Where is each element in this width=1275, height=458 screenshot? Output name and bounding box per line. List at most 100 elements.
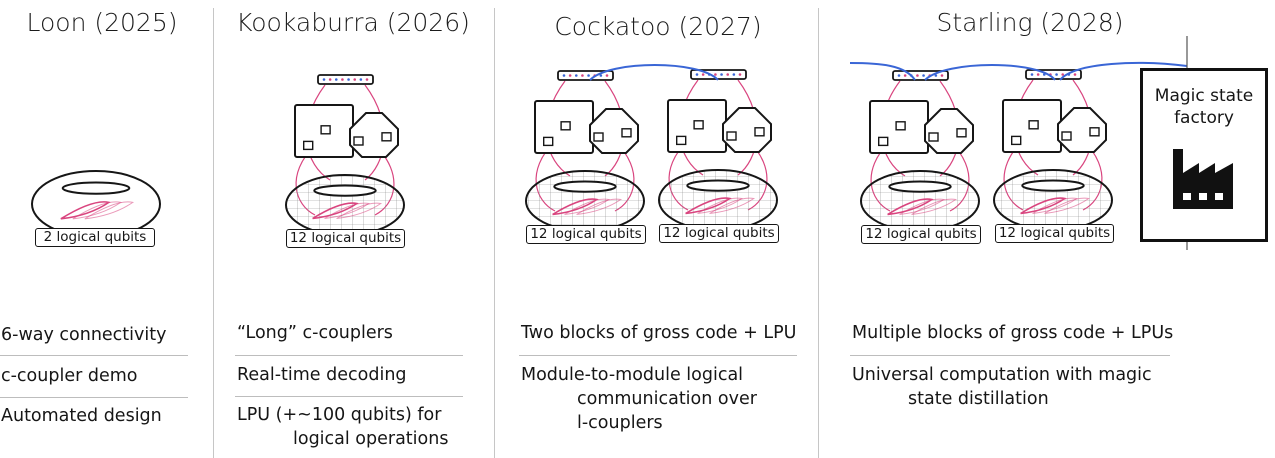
chip-pad	[895, 121, 906, 131]
qubit-torus	[658, 169, 778, 231]
lpu-chip	[589, 108, 639, 154]
lpu-outline	[1057, 107, 1107, 153]
feature-bullet: Two blocks of gross code + LPU	[521, 323, 797, 343]
bus-node	[341, 78, 344, 81]
bus-node	[1073, 73, 1077, 76]
feature-bullet: Multiple blocks of gross code + LPUs	[852, 323, 1174, 343]
qubit-count-label: 12 logical qubits	[861, 225, 981, 244]
bus-node	[562, 74, 566, 77]
bus-node	[359, 78, 363, 81]
bus-node	[587, 74, 590, 77]
bus-node	[726, 73, 730, 76]
feature-bullet: c-coupler demo	[1, 366, 138, 386]
bus-node	[1055, 73, 1058, 76]
chip-pad	[1061, 131, 1072, 141]
column-divider	[213, 8, 214, 458]
lpu-chip	[924, 108, 974, 154]
gross-code-chip	[1002, 99, 1062, 153]
bus-node	[732, 73, 736, 76]
bus-outline	[317, 74, 374, 85]
chip-pad	[543, 136, 554, 147]
chip-pad	[593, 132, 604, 142]
bus-node	[714, 73, 717, 76]
gross-code-chip	[869, 100, 929, 154]
bus-outline	[690, 69, 747, 80]
qubit-torus	[993, 169, 1113, 231]
chip-pad	[956, 128, 967, 138]
chip-pad	[381, 132, 392, 142]
feature-bullet: Real-time decoding	[237, 365, 407, 385]
bus-node	[353, 78, 357, 81]
torus-hole	[313, 184, 377, 197]
bullet-separator	[235, 355, 463, 356]
coupler-curve	[336, 202, 383, 219]
l-coupler-link	[1059, 61, 1188, 81]
chip-pad	[1011, 135, 1022, 146]
lpu-chip	[349, 112, 399, 158]
chip-pad	[1089, 127, 1100, 137]
coupler-curve	[911, 198, 958, 215]
l-coupler-link	[924, 64, 1056, 81]
torus-outline	[993, 169, 1113, 231]
lpu-outline	[589, 108, 639, 154]
chip-pad	[320, 125, 331, 135]
coupler-curve	[709, 197, 756, 214]
bus-node	[334, 78, 338, 81]
coupler-curve	[576, 198, 623, 215]
column-title-cockatoo: Cockatoo (2027)	[554, 12, 762, 41]
qubit-count-label: 12 logical qubits	[526, 225, 646, 244]
qubit-torus	[285, 174, 405, 236]
bus-node	[599, 74, 603, 77]
bus-node	[605, 74, 609, 77]
bus-node	[738, 73, 742, 76]
bus-node	[720, 73, 723, 76]
lpu-outline	[924, 108, 974, 154]
bus-node	[581, 74, 584, 77]
column-divider	[818, 8, 819, 458]
coupler-bus	[317, 74, 374, 85]
chip-pad	[303, 140, 314, 151]
bus-node	[940, 74, 944, 77]
bus-node	[347, 78, 350, 81]
bus-node	[903, 74, 907, 77]
bus-node	[916, 74, 919, 77]
column-title-kookaburra: Kookaburra (2026)	[236, 8, 470, 37]
bus-node	[574, 74, 578, 77]
torus-outline	[658, 169, 778, 231]
torus-hole	[686, 179, 750, 192]
chip-pad	[928, 132, 939, 142]
bus-node	[365, 78, 369, 81]
lpu-outline	[722, 107, 772, 153]
qubit-count-label: 2 logical qubits	[35, 228, 155, 247]
l-coupler-link	[589, 64, 719, 81]
bullet-separator	[0, 397, 188, 398]
chip-pad	[621, 128, 632, 138]
column-divider	[494, 8, 495, 458]
chip-pad	[754, 127, 765, 137]
bus-node	[922, 74, 925, 77]
chip-pad	[1028, 120, 1039, 130]
coupler-curve	[84, 201, 135, 220]
bus-node	[1030, 73, 1034, 76]
feature-bullet: “Long” c-couplers	[237, 323, 393, 343]
chip-pad	[726, 131, 737, 141]
bus-node	[695, 73, 699, 76]
gross-code-chip	[294, 104, 354, 158]
bus-node	[1061, 73, 1065, 76]
bullet-separator	[235, 396, 463, 397]
chip-pad	[878, 136, 889, 147]
gross-code-chip	[667, 99, 727, 153]
torus-outline	[285, 174, 405, 236]
bullet-separator	[0, 355, 188, 356]
feature-bullet: 6-way connectivity	[1, 325, 167, 345]
feature-bullet: Universal computation with magic state d…	[852, 365, 1152, 409]
coupler-curve	[1044, 197, 1091, 214]
torus-hole	[888, 180, 952, 193]
column-title-starling: Starling (2028)	[936, 8, 1124, 37]
column-title-loon: Loon (2025)	[26, 8, 178, 37]
lpu-chip	[722, 107, 772, 153]
bus-node	[934, 74, 938, 77]
